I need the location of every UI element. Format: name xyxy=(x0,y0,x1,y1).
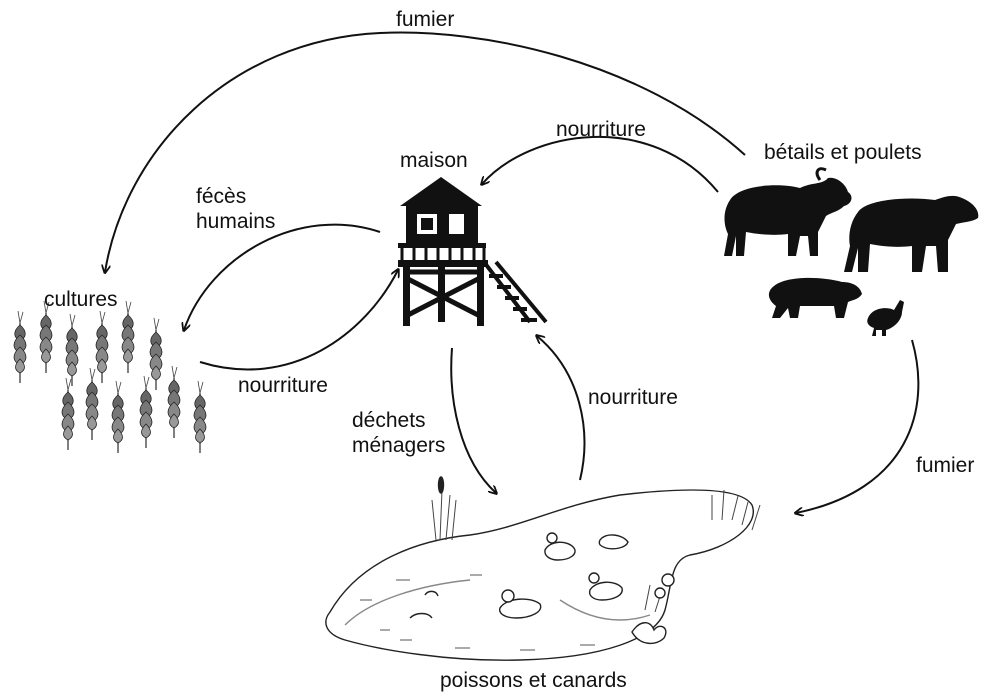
cattle-icon xyxy=(724,169,978,336)
label-poissons: poissons et canards xyxy=(440,668,627,693)
label-dechets-line1: déchets xyxy=(352,408,445,433)
arrow-nourriture-left xyxy=(200,270,398,369)
label-feces-line1: fécès xyxy=(196,184,275,209)
wheat-icon xyxy=(14,301,206,453)
label-feces: fécès humains xyxy=(196,184,275,234)
label-dechets: déchets ménagers xyxy=(352,408,445,458)
label-fumier-right: fumier xyxy=(916,453,974,478)
arrow-nourriture-top xyxy=(482,137,718,192)
pond-icon xyxy=(326,477,760,660)
arrow-dechets xyxy=(451,348,496,493)
arrows xyxy=(105,33,918,513)
label-betails: bétails et poulets xyxy=(764,140,922,165)
label-nourriture-top: nourriture xyxy=(556,117,646,142)
label-cultures: cultures xyxy=(44,287,118,312)
label-fumier-top: fumier xyxy=(396,7,454,32)
label-nourriture-right: nourriture xyxy=(588,385,678,410)
label-dechets-line2: ménagers xyxy=(352,433,445,458)
arrow-feces xyxy=(184,225,380,330)
arrow-fumier-right xyxy=(796,340,918,513)
label-nourriture-left: nourriture xyxy=(238,373,328,398)
label-feces-line2: humains xyxy=(196,209,275,234)
house-icon xyxy=(398,177,546,326)
label-maison: maison xyxy=(400,148,468,173)
arrow-nourriture-right xyxy=(537,336,584,480)
